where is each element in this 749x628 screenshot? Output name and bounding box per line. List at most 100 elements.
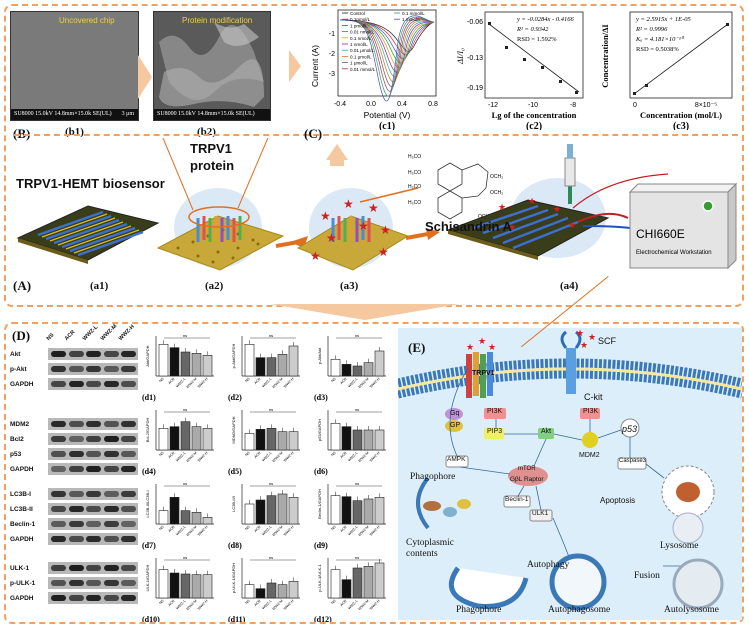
wb-band-strip <box>48 518 138 530</box>
wb-band <box>103 466 119 472</box>
bar-xlabel: WWZ-H <box>283 599 295 611</box>
bar-xlabel: NS <box>330 598 337 605</box>
wb-band <box>51 421 66 427</box>
bar-xlabel: WWZ-L <box>261 377 272 388</box>
wb-band <box>68 491 84 497</box>
label-autophagy: Autophagy <box>527 560 570 570</box>
label-gbl: GβL Raptor <box>510 476 544 483</box>
bar <box>341 364 352 377</box>
svg-text:★: ★ <box>588 332 596 342</box>
wb-band <box>51 536 66 542</box>
node-caspase3 <box>617 457 647 470</box>
bar <box>363 498 374 525</box>
wb-lane-wwzm: WWZ-M <box>99 323 119 342</box>
wb-band <box>103 536 119 542</box>
c1-legend-item: 0.1 nmol/L <box>350 36 372 41</box>
bar-xlabel: ACR <box>168 451 176 459</box>
bar <box>352 567 363 599</box>
bar-xlabel: ACR <box>340 599 348 607</box>
wb-row-label: GAPDH <box>10 595 34 602</box>
label-lysosome: Lysosome <box>660 541 699 551</box>
label-p53: p53 <box>622 424 638 434</box>
bar-chart-id: (d1) <box>142 393 156 402</box>
wb-band <box>68 580 84 586</box>
wb-band <box>121 436 136 442</box>
bar-xlabel: WWZ-L <box>175 377 186 388</box>
ns-label: ns <box>183 407 187 412</box>
bar-xlabel: WWZ-H <box>197 599 209 611</box>
bar-xlabel: NS <box>244 598 251 605</box>
bar <box>169 426 180 451</box>
bar <box>288 345 299 377</box>
sem-image-b1: Uncovered chip SU8000 15.0kV 14.8mm×15.0… <box>10 11 139 121</box>
panel-label-e: (E) <box>408 340 426 355</box>
wb-row-label: Bcl2 <box>10 436 24 443</box>
bar <box>330 495 341 525</box>
bar-xlabel: WWZ-L <box>175 451 186 462</box>
bar <box>255 499 266 525</box>
bar-xlabel: WWZ-H <box>369 377 381 389</box>
bar-xlabel: WWZ-H <box>369 599 381 611</box>
bar <box>158 344 169 377</box>
c2-xlabel: Lg of the concentration <box>492 110 577 120</box>
ns-label: ns <box>269 407 273 412</box>
wb-band <box>121 491 136 497</box>
bar-xlabel: NS <box>158 524 165 531</box>
bar <box>330 359 341 377</box>
svg-text:★: ★ <box>320 209 331 223</box>
wb-band <box>51 381 66 387</box>
label-a2: (a2) <box>205 280 224 292</box>
bar-xlabel: ACR <box>340 451 348 459</box>
wb-band-strip <box>48 433 138 445</box>
wb-band <box>121 351 136 357</box>
c3-r2: R² = 0.9996 <box>635 26 668 33</box>
node-akt <box>538 428 554 439</box>
c2-ytick: -0.19 <box>467 85 483 92</box>
bar-xlabel: WWZ-L <box>347 525 358 536</box>
svg-text:★: ★ <box>380 223 391 237</box>
ns-label: ns <box>355 481 359 486</box>
mol-group: OCH₃ <box>490 190 503 196</box>
mol-group: H₃CO <box>408 154 421 160</box>
bar-xlabel: NS <box>158 450 165 457</box>
wb-band <box>68 521 84 527</box>
wb-band <box>68 436 84 442</box>
bar-xlabel: WWZ-L <box>347 599 358 610</box>
phagophore-1-shape <box>416 476 430 530</box>
c1-xtick: -0.4 <box>334 101 346 108</box>
bar-xlabel: NS <box>330 450 337 457</box>
bar <box>244 344 255 377</box>
bar-xlabel: WWZ-M <box>358 525 370 537</box>
wb-band <box>103 381 119 387</box>
bar-xlabel: WWZ-H <box>197 525 209 537</box>
bar <box>180 573 191 599</box>
wb-band <box>86 466 101 472</box>
wb-band-strip <box>48 533 138 545</box>
bar-xlabel: ACR <box>254 599 262 607</box>
sem-image-b2: Protein modification SU8000 15.0kV 14.8m… <box>153 11 271 121</box>
bar-ylabel: LC3B-II/LC3B-I <box>145 490 150 517</box>
bar-xlabel: WWZ-M <box>186 599 198 611</box>
wb-band <box>121 506 136 512</box>
bar-ylabel: ULK-1/GAPDH <box>145 565 150 592</box>
c1-ytick: -3 <box>329 71 335 78</box>
c1-legend-item: 1 pmol/L <box>350 23 368 28</box>
wb-band <box>121 536 136 542</box>
bar <box>374 350 385 377</box>
bar-chart-id: (d5) <box>228 467 242 476</box>
panel-label-b: (B) <box>13 126 31 141</box>
c3-xtick: 8×10⁻⁵ <box>695 102 717 109</box>
label-caspase3: Caspase3 <box>619 458 647 464</box>
wb-band <box>103 366 119 372</box>
label-autophagosome: Autophagosome <box>548 605 611 615</box>
bar-ylabel: Beclin-1/GAPDH <box>317 489 322 519</box>
wb-band <box>103 580 119 586</box>
bar <box>255 429 266 451</box>
c1-xtick: 0.4 <box>397 101 407 108</box>
c2-point <box>541 66 544 69</box>
bottom-panel-frame <box>4 322 744 624</box>
bar-xlabel: ACR <box>168 525 176 533</box>
